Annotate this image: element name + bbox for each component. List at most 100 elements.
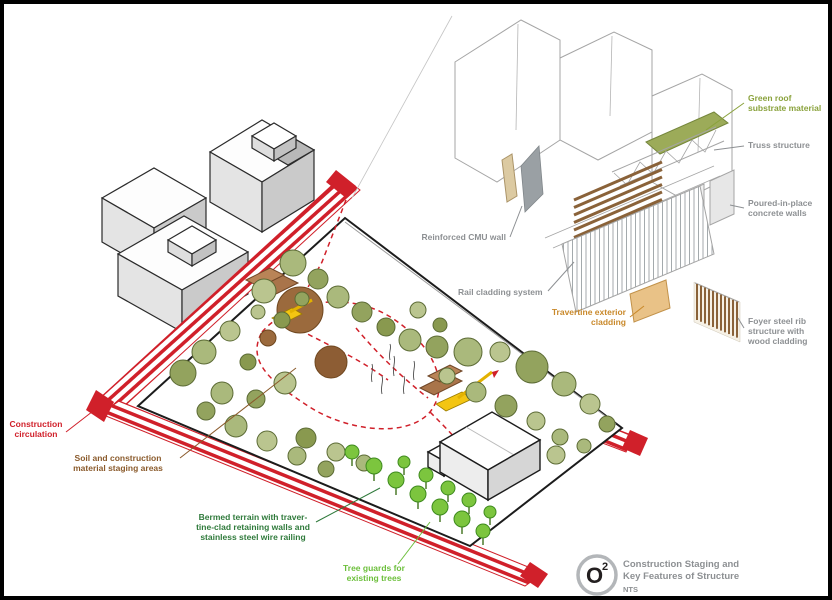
guard-tree [475,523,491,539]
cmu-leader [509,205,523,238]
o2-logo-superscript: 2 [602,561,608,573]
construction-path [355,327,429,399]
soil-mound [314,345,348,379]
tree-guards-label: existing trees [347,573,402,583]
construction-circulation-label: circulation [15,429,58,439]
deck-line [544,165,715,239]
existing-tree [169,359,197,387]
existing-tree [224,414,248,438]
guard-tree [387,471,405,489]
bermed-terrain-label: Bermed terrain with traver- [199,512,308,522]
guard-tree [440,480,456,496]
existing-tree [515,350,549,384]
existing-tree [551,428,569,446]
circulation-end-cap [326,170,356,198]
soil-mound [259,329,277,347]
cmu-dark-fold [520,145,544,213]
sheet-title: Construction Staging and [623,559,739,570]
existing-tree [453,337,483,367]
crane-flag [492,370,499,378]
existing-tree [438,367,456,385]
pavilion-building [426,411,542,502]
shell-fold [697,77,701,153]
concrete-walls-label: concrete walls [748,208,807,218]
guard-tree [453,510,471,528]
existing-tree [219,320,241,342]
existing-tree [273,311,291,329]
green-roof-leader [705,102,745,131]
projection-line [351,15,453,199]
guard-tree [431,498,449,516]
truss-label: Truss structure [748,140,810,150]
rail-slat [573,168,663,209]
rooftop-box-right [273,134,297,163]
bermed-terrain-label: tine-clad retaining walls and [196,522,310,532]
truss-web [613,129,717,186]
guard-tree [461,492,477,508]
travertine-label: Travertine exterior [552,307,627,317]
rail-cladding-label: Rail cladding system [458,287,543,297]
green-roof-label: Green roof [748,93,792,103]
concrete-leader [729,204,745,209]
existing-tree [295,427,317,449]
existing-tree [273,371,297,395]
rail-slat [573,175,663,217]
guarded-trees [344,444,497,545]
tree-guards-leader [397,521,431,565]
existing-tree [425,335,449,359]
green-roof-plane [645,111,729,155]
existing-tree [196,401,216,421]
tree-guards-label: Tree guards for [343,563,406,573]
existing-tree [576,438,592,454]
existing-tree [579,393,601,415]
pavilion-right-face [487,438,541,502]
existing-tree [239,353,257,371]
rail-slat [573,198,663,239]
circulation-end-cap [86,390,114,422]
guard-tree [418,467,434,483]
existing-tree [351,301,373,323]
sheet-title: Key Features of Structure [623,571,739,582]
concrete-walls-label: Poured-in-place [748,198,813,208]
shell-fold [609,35,613,117]
scale-note: NTS [623,585,638,594]
guard-tree [483,505,497,519]
existing-tree [494,394,518,418]
truss-leader [713,145,745,151]
foyer-rib-header [694,282,740,303]
existing-tree [489,341,511,363]
guard-tree [397,455,411,469]
existing-tree [326,442,346,462]
guard-tree [409,485,427,503]
existing-tree [551,371,577,397]
concrete-wall-plane [709,169,735,226]
rail-slat [573,190,663,232]
o2-logo-letter: O [586,563,603,588]
existing-tree [465,381,487,403]
travertine-panel [629,279,671,323]
exploded-structure [454,19,741,343]
soil-leader [179,367,297,459]
existing-tree [191,339,217,365]
cmu-wall-label: Reinforced CMU wall [421,232,506,242]
existing-tree [250,304,266,320]
green-roof-label: substrate material [748,103,821,113]
existing-trees [169,249,616,478]
construction-path [301,199,347,299]
existing-tree [398,328,422,352]
soil-staging-label: material staging areas [73,463,163,473]
guard-tree [344,444,360,460]
construction-path-loop [256,301,440,430]
circulation-end-cap [520,562,548,588]
existing-tree [376,317,396,337]
existing-tree [279,249,307,277]
existing-tree [251,278,277,304]
foyer-steel-ribs [696,284,738,338]
rail-slat [573,160,663,202]
existing-tree [326,285,350,309]
existing-tree [546,445,566,465]
shell-fold [515,23,519,131]
rooftop-box-right [191,238,217,268]
